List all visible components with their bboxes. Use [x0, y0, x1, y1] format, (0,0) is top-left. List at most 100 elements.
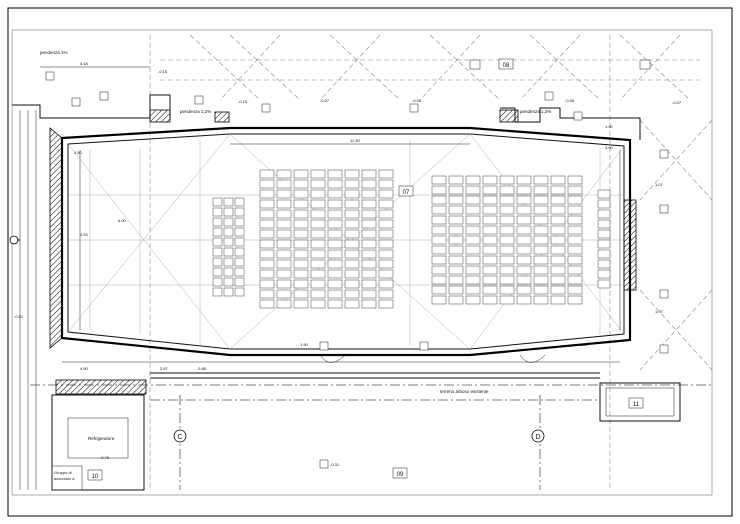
accumulo-label-2: accumulo a	[54, 476, 75, 481]
seat	[293, 209, 309, 219]
seat	[516, 285, 532, 295]
seat	[344, 199, 360, 209]
level-7: -0.70	[100, 455, 110, 460]
seat	[344, 269, 360, 279]
seat	[550, 255, 566, 265]
room-label-11: 11	[633, 402, 640, 408]
seat	[567, 175, 583, 185]
level-4: -0.07	[320, 98, 330, 103]
seat	[293, 189, 309, 199]
seat	[327, 169, 343, 179]
refrigerator-box	[67, 417, 129, 459]
seat	[567, 215, 583, 225]
seat	[550, 195, 566, 205]
seat	[465, 195, 481, 205]
seat	[533, 285, 549, 295]
seat	[482, 205, 498, 215]
seat	[212, 247, 223, 257]
seat	[344, 169, 360, 179]
seat	[597, 199, 611, 209]
seat	[212, 237, 223, 247]
seat	[516, 275, 532, 285]
seat	[516, 265, 532, 275]
seat	[293, 269, 309, 279]
dim-top-2: 11.30	[350, 138, 360, 143]
seat	[499, 215, 515, 225]
seat	[310, 299, 326, 309]
seat	[597, 239, 611, 249]
seat	[378, 299, 394, 309]
seat	[465, 205, 481, 215]
seat	[465, 285, 481, 295]
room-07-box	[398, 185, 414, 197]
seat	[482, 185, 498, 195]
dim-bottom-5: 1.87	[580, 342, 589, 347]
seat	[431, 175, 447, 185]
slope-label-mid-left: pendenza 1,2%	[180, 109, 211, 114]
seat	[448, 285, 464, 295]
seat	[465, 175, 481, 185]
seat	[378, 219, 394, 229]
seat	[310, 189, 326, 199]
seat	[516, 245, 532, 255]
seat	[550, 225, 566, 235]
seat	[499, 275, 515, 285]
seat	[310, 239, 326, 249]
seat	[533, 185, 549, 195]
seat	[276, 189, 292, 199]
seat	[293, 239, 309, 249]
seat	[533, 215, 549, 225]
seat	[533, 255, 549, 265]
room-label-09: 09	[397, 472, 404, 478]
seat	[465, 275, 481, 285]
dim-top-4: 1.90	[605, 124, 614, 129]
seat	[597, 249, 611, 259]
seat	[234, 277, 245, 287]
seat	[448, 185, 464, 195]
seat	[499, 195, 515, 205]
room-11-box	[599, 382, 681, 422]
dim-bottom-3: 2.88	[198, 366, 207, 371]
seat	[378, 269, 394, 279]
seat	[465, 215, 481, 225]
sheet-frame	[7, 7, 733, 517]
seat	[567, 265, 583, 275]
seat	[567, 285, 583, 295]
seat	[212, 197, 223, 207]
seat	[448, 205, 464, 215]
seat	[431, 245, 447, 255]
dim-left-2: 6.00	[118, 218, 127, 223]
seat	[327, 189, 343, 199]
seat	[499, 185, 515, 195]
seat	[234, 227, 245, 237]
seat	[597, 189, 611, 199]
seat	[327, 299, 343, 309]
seat	[223, 257, 234, 267]
room-label-10: 10	[92, 474, 99, 480]
seat	[499, 225, 515, 235]
seat	[276, 299, 292, 309]
seat	[448, 245, 464, 255]
seat	[361, 199, 377, 209]
room-label-07: 07	[403, 190, 410, 196]
seat	[234, 257, 245, 267]
lower-structures	[51, 354, 681, 491]
seat	[378, 179, 394, 189]
seat	[482, 215, 498, 225]
seat	[293, 169, 309, 179]
seat	[516, 225, 532, 235]
seat	[212, 257, 223, 267]
seat	[344, 219, 360, 229]
seat	[597, 259, 611, 269]
seat	[533, 235, 549, 245]
seat	[212, 227, 223, 237]
seat	[550, 175, 566, 185]
seat	[310, 279, 326, 289]
dimension-lines	[40, 66, 621, 363]
seat	[378, 169, 394, 179]
seat	[499, 235, 515, 245]
seat	[344, 279, 360, 289]
seat	[344, 179, 360, 189]
seat	[597, 209, 611, 219]
seat	[276, 229, 292, 239]
